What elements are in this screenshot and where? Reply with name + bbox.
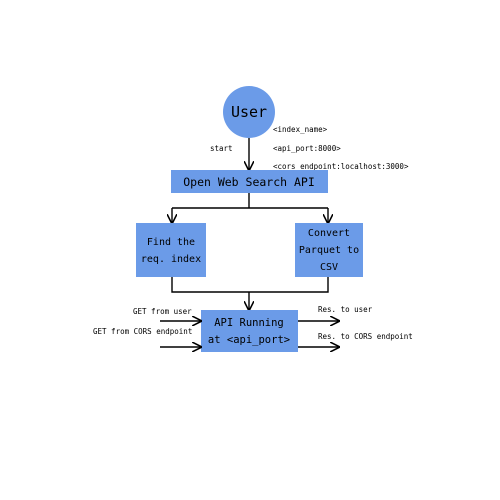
search-api-node	[171, 170, 328, 193]
api-port-label: <api_port:8000>	[273, 144, 341, 153]
user-node	[223, 86, 275, 138]
user-node-label: User	[231, 103, 267, 121]
convert-label-line1: Convert	[308, 228, 350, 239]
res-to-cors-label: Res. to CORS endpoint	[318, 332, 413, 341]
edge-search-api-split	[172, 193, 328, 209]
edge-merge	[171, 277, 329, 293]
start-label: start	[210, 144, 233, 153]
api-running-node	[201, 310, 298, 352]
api-running-label-line2: at <api_port>	[208, 334, 290, 346]
get-from-cors-label: GET from CORS endpoint	[93, 327, 192, 336]
find-index-node	[136, 223, 206, 277]
convert-node	[295, 223, 363, 277]
convert-label-line3: CSV	[320, 262, 338, 273]
search-api-node-label: Open Web Search API	[183, 175, 315, 189]
find-index-label-line1: Find the	[147, 237, 195, 248]
find-index-label-line2: req. index	[141, 254, 201, 265]
get-from-user-label: GET from user	[133, 307, 192, 316]
res-to-user-label: Res. to user	[318, 305, 373, 314]
cors-endpoint-label: <cors_endpoint:localhost:3000>	[273, 162, 409, 171]
api-running-label-line1: API Running	[214, 317, 284, 329]
index-name-label: <index_name>	[273, 125, 328, 134]
convert-label-line2: Parquet to	[299, 245, 359, 256]
